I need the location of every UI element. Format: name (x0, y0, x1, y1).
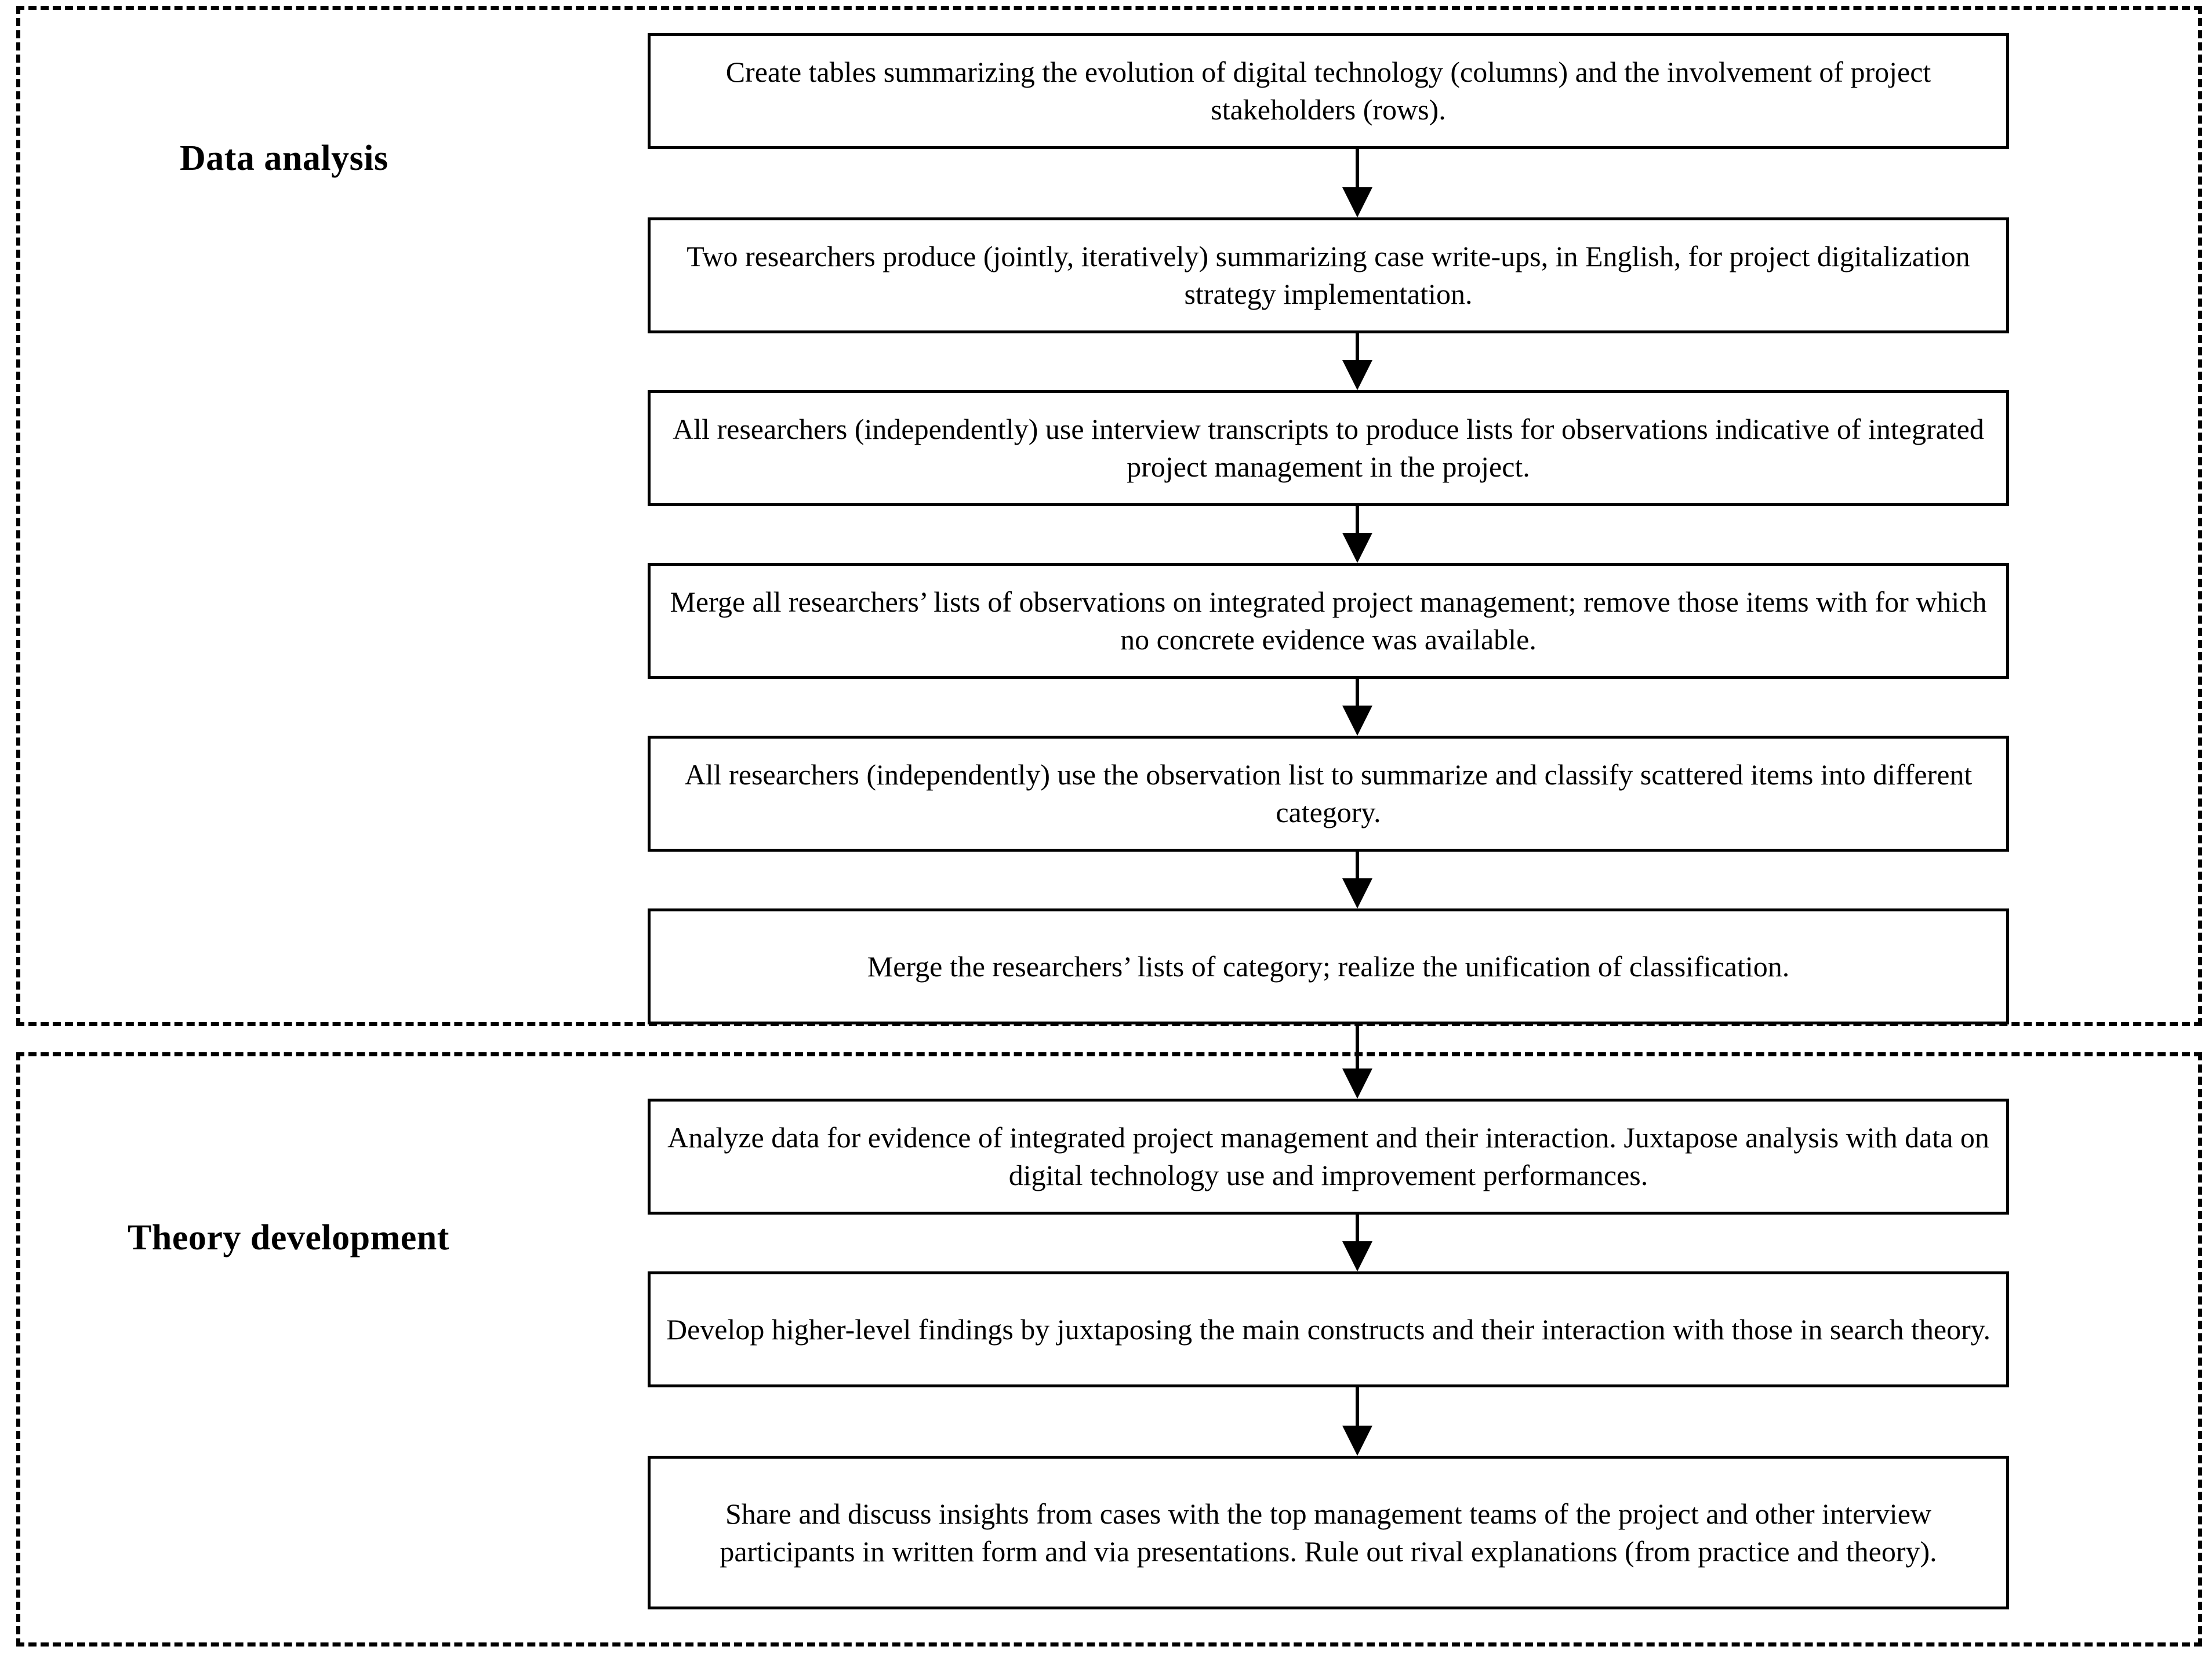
process-box-step-3-text: All researchers (independently) use inte… (673, 413, 1984, 483)
down-arrow-icon (1342, 679, 1372, 736)
process-box-step-4[interactable]: Merge all researchers’ lists of observat… (648, 563, 2009, 679)
process-box-step-9[interactable]: Share and discuss insights from cases wi… (648, 1456, 2009, 1609)
down-arrow-icon (1342, 1387, 1372, 1456)
down-arrow-icon (1342, 333, 1372, 390)
process-box-step-8[interactable]: Develop higher-level findings by juxtapo… (648, 1271, 2009, 1387)
process-box-step-2[interactable]: Two researchers produce (jointly, iterat… (648, 217, 2009, 333)
down-arrow-icon (1342, 1215, 1372, 1271)
down-arrow-icon (1342, 506, 1372, 563)
process-box-step-6-text: Merge the researchers’ lists of category… (867, 950, 1790, 983)
process-box-step-1-text: Create tables summarizing the evolution … (725, 56, 1931, 126)
process-box-step-2-text: Two researchers produce (jointly, iterat… (687, 240, 1970, 310)
process-box-step-9-text: Share and discuss insights from cases wi… (720, 1497, 1937, 1568)
down-arrow-icon (1342, 1024, 1372, 1099)
down-arrow-icon (1342, 852, 1372, 908)
process-box-step-5-text: All researchers (independently) use the … (684, 758, 1973, 828)
section-label-data-analysis: Data analysis (180, 139, 388, 178)
process-box-step-4-text: Merge all researchers’ lists of observat… (670, 586, 1987, 656)
section-label-theory-development: Theory development (128, 1218, 449, 1257)
process-box-step-7-text: Analyze data for evidence of integrated … (667, 1121, 1989, 1191)
process-box-step-8-text: Develop higher-level findings by juxtapo… (666, 1313, 1991, 1346)
process-box-step-6[interactable]: Merge the researchers’ lists of category… (648, 908, 2009, 1024)
section-frame-theory-development (16, 1052, 2202, 1647)
process-box-step-7[interactable]: Analyze data for evidence of integrated … (648, 1099, 2009, 1215)
down-arrow-icon (1342, 149, 1372, 217)
process-box-step-5[interactable]: All researchers (independently) use the … (648, 736, 2009, 852)
process-box-step-1[interactable]: Create tables summarizing the evolution … (648, 33, 2009, 149)
process-box-step-3[interactable]: All researchers (independently) use inte… (648, 390, 2009, 506)
